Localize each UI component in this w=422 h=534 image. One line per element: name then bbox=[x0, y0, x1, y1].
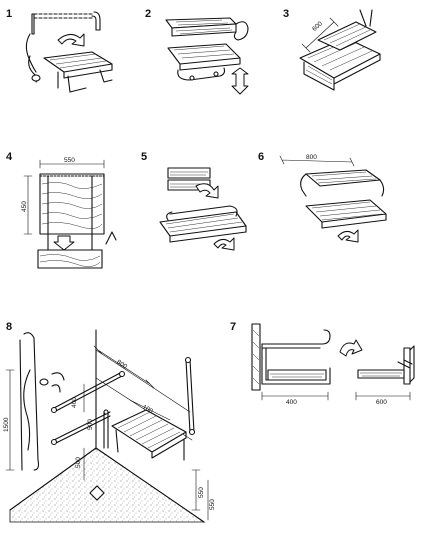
dim-800-panel-8: 800 bbox=[115, 359, 128, 371]
panel-number-5: 5 bbox=[141, 151, 147, 163]
panel-6: 6 800 bbox=[258, 151, 387, 243]
dim-500a-panel-8: 500 bbox=[87, 419, 94, 430]
panel-number-2: 2 bbox=[145, 8, 151, 20]
panel-number-1: 1 bbox=[6, 8, 12, 20]
panel-8: 8 1500 800 400 500 500 bbox=[3, 321, 216, 523]
dim-600-panel-7: 600 bbox=[376, 399, 387, 406]
curved-arrow-icon-7 bbox=[339, 339, 363, 357]
panel-number-4: 4 bbox=[6, 151, 13, 163]
soap-holder bbox=[51, 372, 65, 393]
panel-3: 3 600 bbox=[283, 8, 381, 91]
grab-bar-lower bbox=[53, 411, 111, 445]
dim-550-panel-4: 550 bbox=[64, 157, 75, 164]
panel-number-6: 6 bbox=[258, 151, 264, 163]
dim-400-panel-8: 400 bbox=[71, 397, 78, 408]
down-arrow-icon bbox=[53, 235, 75, 251]
grab-bar-upper bbox=[53, 371, 123, 413]
panel-number-3: 3 bbox=[283, 8, 289, 20]
shower-head bbox=[39, 378, 49, 386]
dim-500b-panel-8: 500 bbox=[75, 457, 82, 468]
panel-4: 4 550 450 bbox=[6, 151, 117, 269]
dim-550b-panel-8: 550 bbox=[209, 499, 216, 510]
dim-100-panel-8: 100 bbox=[141, 404, 154, 416]
rotate-arrow-icon bbox=[57, 33, 85, 47]
dim-1500-panel-8: 1500 bbox=[3, 417, 10, 432]
up-down-arrow-icon bbox=[231, 67, 249, 95]
dim-800-panel-6: 800 bbox=[306, 154, 317, 161]
dim-550a-panel-8: 550 bbox=[198, 487, 205, 498]
floor bbox=[9, 447, 206, 523]
panel-1: 1 bbox=[6, 8, 113, 93]
panel-5: 5 bbox=[141, 151, 247, 251]
rotate-arrow-icon-6 bbox=[337, 229, 359, 243]
dim-450-panel-4: 450 bbox=[21, 201, 28, 212]
rotate-arrow-icon-5b bbox=[213, 237, 235, 251]
rotate-arrow-icon-5 bbox=[195, 183, 219, 199]
panel-7: 7 400 600 bbox=[230, 321, 415, 406]
grab-bar-vertical bbox=[185, 359, 195, 433]
dim-600-panel-3: 600 bbox=[311, 20, 324, 33]
floor-drain bbox=[89, 485, 105, 501]
dim-400-panel-7: 400 bbox=[286, 399, 297, 406]
panel-number-7: 7 bbox=[230, 321, 236, 333]
panel-2: 2 bbox=[145, 8, 249, 95]
shower-seat bbox=[111, 409, 187, 453]
panel-number-8: 8 bbox=[6, 321, 12, 333]
